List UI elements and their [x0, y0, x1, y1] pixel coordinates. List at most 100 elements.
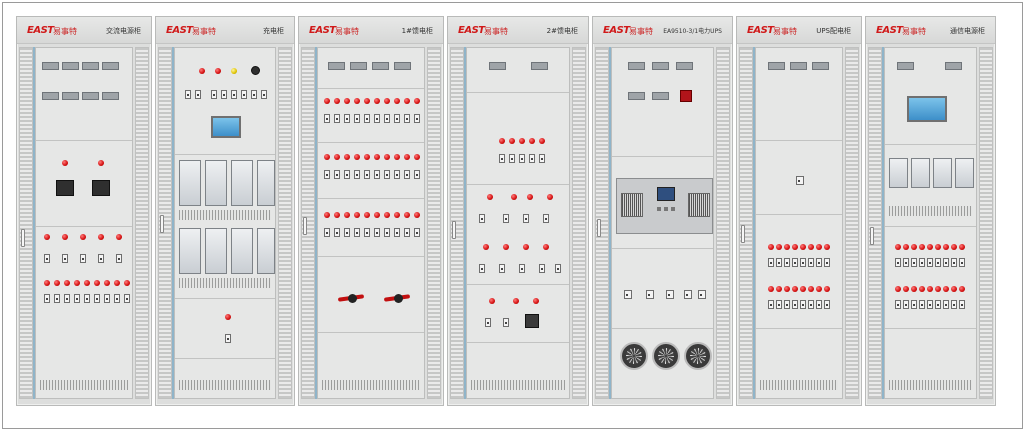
rotary-switch-icon[interactable]: [56, 180, 74, 196]
circuit-breaker-icon[interactable]: [959, 258, 965, 267]
circuit-breaker-icon[interactable]: [324, 170, 330, 179]
circuit-breaker-icon[interactable]: [62, 254, 68, 263]
rotary-switch-icon[interactable]: [92, 180, 110, 196]
touch-screen-icon[interactable]: [907, 96, 947, 122]
circuit-breaker-icon[interactable]: [959, 300, 965, 309]
circuit-breaker-icon[interactable]: [529, 154, 535, 163]
circuit-breaker-icon[interactable]: [698, 290, 706, 299]
circuit-breaker-icon[interactable]: [394, 228, 400, 237]
circuit-breaker-icon[interactable]: [354, 228, 360, 237]
circuit-breaker-icon[interactable]: [808, 258, 814, 267]
circuit-breaker-icon[interactable]: [231, 90, 237, 99]
circuit-breaker-icon[interactable]: [903, 258, 909, 267]
door-handle-icon[interactable]: [303, 217, 307, 235]
circuit-breaker-icon[interactable]: [503, 318, 509, 327]
circuit-breaker-icon[interactable]: [124, 294, 130, 303]
circuit-breaker-icon[interactable]: [792, 300, 798, 309]
circuit-breaker-icon[interactable]: [903, 300, 909, 309]
circuit-breaker-icon[interactable]: [816, 258, 822, 267]
door-handle-icon[interactable]: [597, 219, 601, 237]
circuit-breaker-icon[interactable]: [666, 290, 674, 299]
circuit-breaker-icon[interactable]: [384, 114, 390, 123]
circuit-breaker-icon[interactable]: [74, 294, 80, 303]
circuit-breaker-icon[interactable]: [768, 258, 774, 267]
circuit-breaker-icon[interactable]: [824, 258, 830, 267]
circuit-breaker-icon[interactable]: [114, 294, 120, 303]
circuit-breaker-icon[interactable]: [354, 170, 360, 179]
door-handle-icon[interactable]: [452, 221, 456, 239]
circuit-breaker-icon[interactable]: [44, 254, 50, 263]
circuit-breaker-icon[interactable]: [543, 214, 549, 223]
circuit-breaker-icon[interactable]: [195, 90, 201, 99]
circuit-breaker-icon[interactable]: [776, 258, 782, 267]
circuit-breaker-icon[interactable]: [646, 290, 654, 299]
touch-screen-icon[interactable]: [211, 116, 241, 138]
circuit-breaker-icon[interactable]: [374, 114, 380, 123]
circuit-breaker-icon[interactable]: [523, 214, 529, 223]
circuit-breaker-icon[interactable]: [104, 294, 110, 303]
circuit-breaker-icon[interactable]: [414, 114, 420, 123]
circuit-breaker-icon[interactable]: [509, 154, 515, 163]
circuit-breaker-icon[interactable]: [784, 300, 790, 309]
circuit-breaker-icon[interactable]: [221, 90, 227, 99]
circuit-breaker-icon[interactable]: [919, 300, 925, 309]
door-handle-icon[interactable]: [160, 215, 164, 233]
circuit-breaker-icon[interactable]: [334, 170, 340, 179]
circuit-breaker-icon[interactable]: [796, 176, 804, 185]
circuit-breaker-icon[interactable]: [927, 300, 933, 309]
door-handle-icon[interactable]: [741, 225, 745, 243]
circuit-breaker-icon[interactable]: [364, 228, 370, 237]
circuit-breaker-icon[interactable]: [84, 294, 90, 303]
circuit-breaker-icon[interactable]: [684, 290, 692, 299]
circuit-breaker-icon[interactable]: [324, 114, 330, 123]
door-handle-icon[interactable]: [870, 227, 874, 245]
circuit-breaker-icon[interactable]: [44, 294, 50, 303]
circuit-breaker-icon[interactable]: [344, 228, 350, 237]
circuit-breaker-icon[interactable]: [539, 264, 545, 273]
circuit-breaker-icon[interactable]: [503, 214, 509, 223]
circuit-breaker-icon[interactable]: [935, 300, 941, 309]
circuit-breaker-icon[interactable]: [404, 114, 410, 123]
circuit-breaker-icon[interactable]: [374, 170, 380, 179]
circuit-breaker-icon[interactable]: [895, 258, 901, 267]
circuit-breaker-icon[interactable]: [98, 254, 104, 263]
circuit-breaker-icon[interactable]: [211, 90, 217, 99]
circuit-breaker-icon[interactable]: [334, 228, 340, 237]
circuit-breaker-icon[interactable]: [816, 300, 822, 309]
circuit-breaker-icon[interactable]: [911, 300, 917, 309]
circuit-breaker-icon[interactable]: [404, 170, 410, 179]
rotary-switch-icon[interactable]: [680, 90, 692, 102]
circuit-breaker-icon[interactable]: [800, 300, 806, 309]
circuit-breaker-icon[interactable]: [394, 114, 400, 123]
circuit-breaker-icon[interactable]: [519, 264, 525, 273]
circuit-breaker-icon[interactable]: [919, 258, 925, 267]
circuit-breaker-icon[interactable]: [624, 290, 632, 299]
circuit-breaker-icon[interactable]: [784, 258, 790, 267]
ups-key-icon[interactable]: [664, 207, 668, 211]
circuit-breaker-icon[interactable]: [374, 228, 380, 237]
circuit-breaker-icon[interactable]: [927, 258, 933, 267]
ups-key-icon[interactable]: [657, 207, 661, 211]
circuit-breaker-icon[interactable]: [792, 258, 798, 267]
rotary-switch-icon[interactable]: [525, 314, 539, 328]
door-handle-icon[interactable]: [21, 229, 25, 247]
circuit-breaker-icon[interactable]: [404, 228, 410, 237]
circuit-breaker-icon[interactable]: [414, 228, 420, 237]
circuit-breaker-icon[interactable]: [116, 254, 122, 263]
circuit-breaker-icon[interactable]: [80, 254, 86, 263]
circuit-breaker-icon[interactable]: [94, 294, 100, 303]
circuit-breaker-icon[interactable]: [364, 114, 370, 123]
circuit-breaker-icon[interactable]: [808, 300, 814, 309]
ups-lcd-screen[interactable]: [657, 187, 675, 201]
circuit-breaker-icon[interactable]: [344, 114, 350, 123]
circuit-breaker-icon[interactable]: [951, 300, 957, 309]
circuit-breaker-icon[interactable]: [951, 258, 957, 267]
rotary-switch-icon[interactable]: [251, 66, 260, 75]
circuit-breaker-icon[interactable]: [824, 300, 830, 309]
circuit-breaker-icon[interactable]: [225, 334, 231, 343]
circuit-breaker-icon[interactable]: [394, 170, 400, 179]
circuit-breaker-icon[interactable]: [64, 294, 70, 303]
circuit-breaker-icon[interactable]: [479, 264, 485, 273]
circuit-breaker-icon[interactable]: [943, 300, 949, 309]
circuit-breaker-icon[interactable]: [895, 300, 901, 309]
